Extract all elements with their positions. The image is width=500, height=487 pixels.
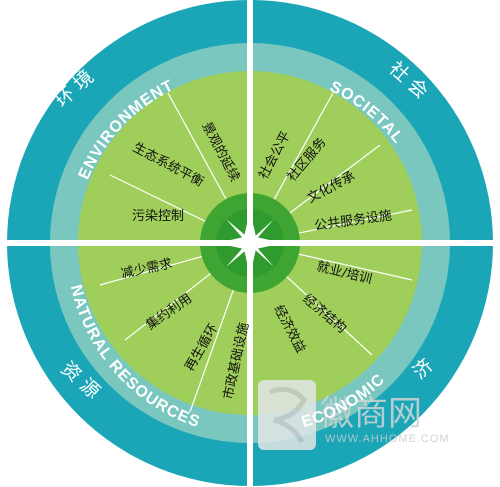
watermark-brand: 徽商网 — [320, 394, 422, 434]
watermark: 徽商网 WWW.AHHOME.COM — [258, 380, 450, 450]
divider-horizontal — [0, 240, 500, 246]
watermark-logo-mark — [269, 386, 308, 444]
env-item-3: 污染控制 — [132, 209, 184, 224]
watermark-url: WWW.AHHOME.COM — [325, 433, 450, 445]
